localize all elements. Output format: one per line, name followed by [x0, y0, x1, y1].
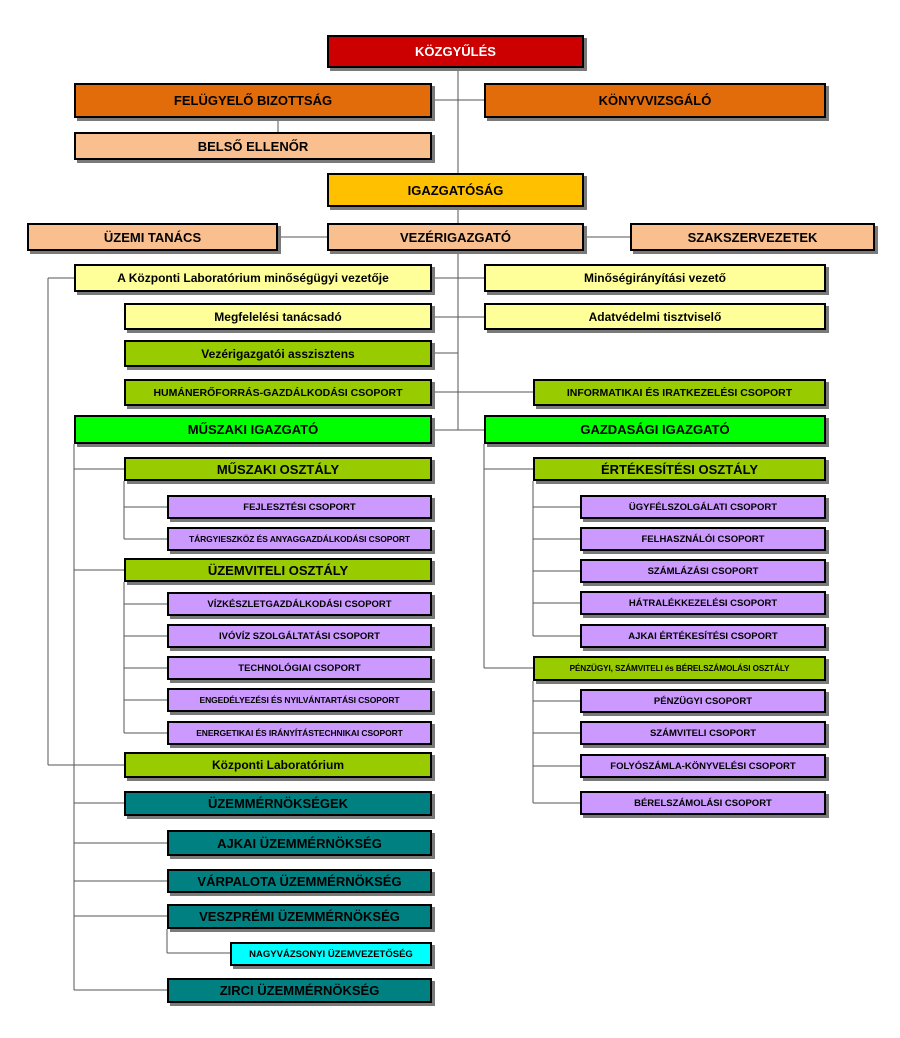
veszpremi-uzemmernokseg-box: VESZPRÉMI ÜZEMMÉRNÖKSÉG	[167, 904, 432, 929]
penzugyi-osztaly-box: PÉNZÜGYI, SZÁMVITELI és BÉRELSZÁMOLÁSI O…	[533, 656, 826, 681]
fejlesztesi-csoport-box: FEJLESZTÉSI CSOPORT	[167, 495, 432, 519]
kozgyules-box: KÖZGYŰLÉS	[327, 35, 584, 68]
szamlazasi-csoport-box: SZÁMLÁZÁSI CSOPORT	[580, 559, 826, 583]
felugyelo-bizottsag-box: FELÜGYELŐ BIZOTTSÁG	[74, 83, 432, 118]
kozponti-lab-minosegugyi-box: A Központi Laboratórium minőségügyi veze…	[74, 264, 432, 292]
ugyfelszolgalati-csoport-box: ÜGYFÉLSZOLGÁLATI CSOPORT	[580, 495, 826, 519]
minosegiranyitasi-box: Minőségirányítási vezető	[484, 264, 826, 292]
targyieszkoz-csoport-box: TÁRGYIESZKÖZ ÉS ANYAGGAZDÁLKODÁSI CSOPOR…	[167, 527, 432, 551]
ivoviz-csoport-box: IVÓVÍZ SZOLGÁLTATÁSI CSOPORT	[167, 624, 432, 648]
muszaki-osztaly-box: MŰSZAKI OSZTÁLY	[124, 457, 432, 481]
uzemi-tanacs-box: ÜZEMI TANÁCS	[27, 223, 278, 251]
hatralekkezelesi-csoport-box: HÁTRALÉKKEZELÉSI CSOPORT	[580, 591, 826, 615]
uzemviteli-osztaly-box: ÜZEMVITELI OSZTÁLY	[124, 558, 432, 582]
igazgatosag-box: IGAZGATÓSÁG	[327, 173, 584, 207]
asszisztens-box: Vezérigazgatói asszisztens	[124, 340, 432, 367]
folyoszamla-csoport-box: FOLYÓSZÁMLA-KÖNYVELÉSI CSOPORT	[580, 754, 826, 778]
ertekesitesi-osztaly-box: ÉRTÉKESÍTÉSI OSZTÁLY	[533, 457, 826, 481]
technologiai-csoport-box: TECHNOLÓGIAI CSOPORT	[167, 656, 432, 680]
penzugyi-csoport-box: PÉNZÜGYI CSOPORT	[580, 689, 826, 713]
megfelelesi-box: Megfelelési tanácsadó	[124, 303, 432, 330]
gazdasagi-igazgato-box: GAZDASÁGI IGAZGATÓ	[484, 415, 826, 444]
ajkai-ertekesitesi-csoport-box: AJKAI ÉRTÉKESÍTÉSI CSOPORT	[580, 624, 826, 648]
nagyvazsonyi-uzemvezetoseg-box: NAGYVÁZSONYI ÜZEMVEZETŐSÉG	[230, 942, 432, 966]
szakszervezetek-box: SZAKSZERVEZETEK	[630, 223, 875, 251]
humaneroforras-box: HUMÁNERŐFORRÁS-GAZDÁLKODÁSI CSOPORT	[124, 379, 432, 406]
kozponti-laboratorium-box: Központi Laboratórium	[124, 752, 432, 778]
ajkai-uzemmernokseg-box: AJKAI ÜZEMMÉRNÖKSÉG	[167, 830, 432, 856]
vizkeszlet-csoport-box: VÍZKÉSZLETGAZDÁLKODÁSI CSOPORT	[167, 592, 432, 616]
uzemmernoksegek-box: ÜZEMMÉRNÖKSÉGEK	[124, 791, 432, 816]
konyvvizsgalo-box: KÖNYVVIZSGÁLÓ	[484, 83, 826, 118]
szamviteli-csoport-box: SZÁMVITELI CSOPORT	[580, 721, 826, 745]
vezerigazgato-box: VEZÉRIGAZGATÓ	[327, 223, 584, 251]
varpalota-uzemmernokseg-box: VÁRPALOTA ÜZEMMÉRNÖKSÉG	[167, 869, 432, 893]
felhasznaloi-csoport-box: FELHASZNÁLÓI CSOPORT	[580, 527, 826, 551]
berelszamolasi-csoport-box: BÉRELSZÁMOLÁSI CSOPORT	[580, 791, 826, 815]
energetikai-csoport-box: ENERGETIKAI ÉS IRÁNYÍTÁSTECHNIKAI CSOPOR…	[167, 721, 432, 745]
zirci-uzemmernokseg-box: ZIRCI ÜZEMMÉRNÖKSÉG	[167, 978, 432, 1003]
adatvedelmi-box: Adatvédelmi tisztviselő	[484, 303, 826, 330]
informatikai-box: INFORMATIKAI ÉS IRATKEZELÉSI CSOPORT	[533, 379, 826, 406]
muszaki-igazgato-box: MŰSZAKI IGAZGATÓ	[74, 415, 432, 444]
engedelyezesi-csoport-box: ENGEDÉLYEZÉSI ÉS NYILVÁNTARTÁSI CSOPORT	[167, 688, 432, 712]
belso-ellenor-box: BELSŐ ELLENŐR	[74, 132, 432, 160]
